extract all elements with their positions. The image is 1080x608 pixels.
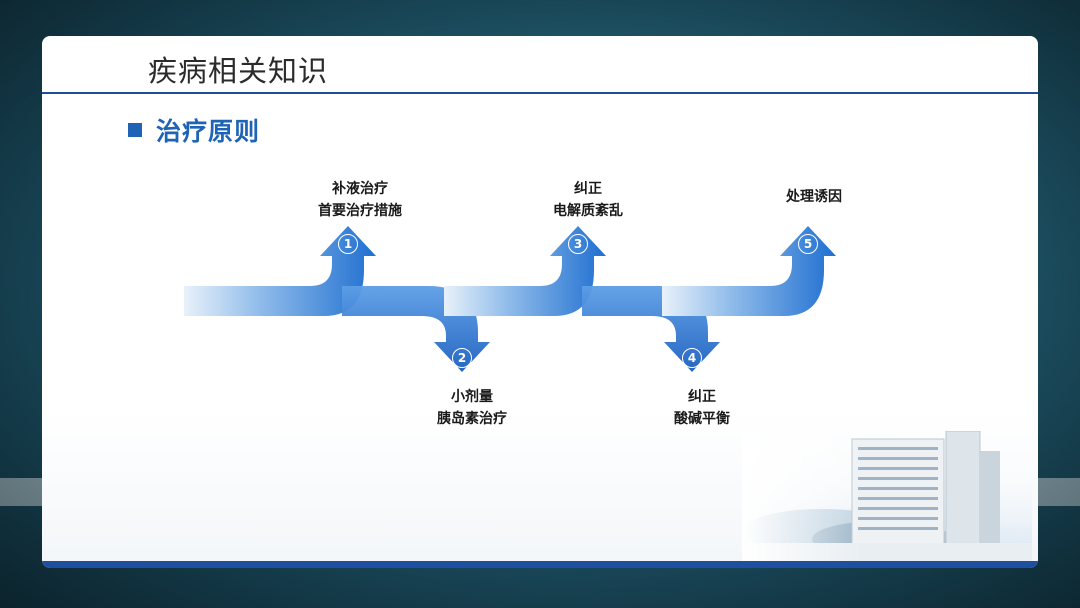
step-label-1-line1: 补液治疗 [332,181,388,197]
arrow-up-icon [444,226,606,316]
step-label-3-line1: 纠正 [574,181,602,197]
section-header: 治疗原则 [128,112,260,148]
step-label-4-line2: 酸碱平衡 [674,411,730,427]
step-label-2: 小剂量 胰岛素治疗 [382,386,562,430]
step-number-4: 4 [682,348,702,368]
step-label-4: 纠正 酸碱平衡 [612,386,792,430]
step-label-5: 处理诱因 [724,186,904,208]
step-number-1: 1 [338,234,358,254]
square-bullet-icon [128,123,142,137]
step-label-1-line2: 首要治疗措施 [318,203,402,219]
step-label-5-line1: 处理诱因 [786,189,842,205]
building-illustration [742,431,1032,563]
step-number-5: 5 [798,234,818,254]
slide-card: 疾病相关知识 治疗原则 [42,36,1038,568]
step-number-2: 2 [452,348,472,368]
step-label-3-line2: 电解质紊乱 [553,203,623,219]
step-label-1: 补液治疗 首要治疗措施 [270,178,450,222]
step-label-2-line1: 小剂量 [451,389,493,405]
treatment-flow-diagram [184,226,836,372]
step-label-4-line1: 纠正 [688,389,716,405]
section-title: 治疗原则 [156,117,261,146]
page-title: 疾病相关知识 [148,54,329,88]
step-label-2-line2: 胰岛素治疗 [437,411,507,427]
arrow-up-icon [662,226,836,316]
title-divider [42,92,1038,94]
step-label-3: 纠正 电解质紊乱 [498,178,678,222]
step-number-3: 3 [568,234,588,254]
arrow-up-icon [184,226,376,316]
bottom-accent-bar [42,561,1038,568]
